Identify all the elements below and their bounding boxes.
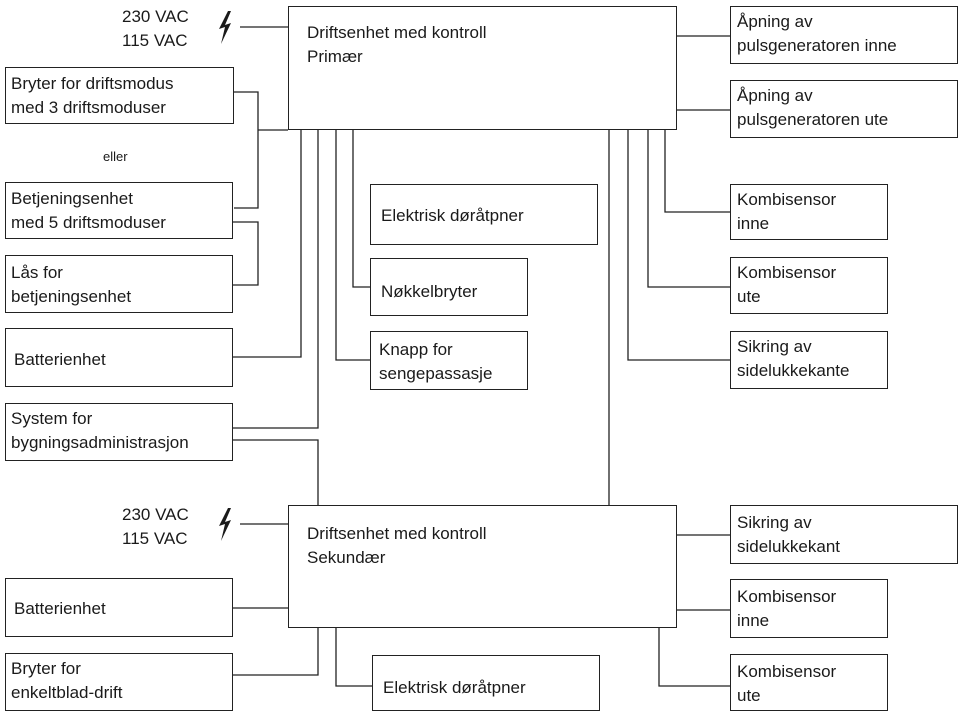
combi-sensor-inside-box: Kombisensor inne	[730, 184, 888, 240]
secondary-side-edge-line1: Sikring av	[737, 513, 812, 532]
combi-inside-line2: inne	[737, 214, 770, 233]
pulse-inside-line2: pulsgeneratoren inne	[737, 36, 897, 55]
building-management-line1: System for	[11, 409, 93, 428]
combi-inside-line1: Kombisensor	[737, 190, 837, 209]
side-edge-line2: sidelukkekante	[737, 361, 850, 380]
bed-passage-line1: Knapp for	[379, 340, 453, 359]
primary-battery-box: Batterienhet	[5, 328, 233, 387]
panel-lock-line1: Lås for	[11, 263, 63, 282]
panel-lock-box: Lås for betjeningsenhet	[5, 255, 233, 313]
primary-drive-unit: Driftsenhet med kontroll Primær	[288, 6, 677, 130]
side-edge-safety-box: Sikring av sidelukkekante	[730, 331, 888, 389]
primary-power-voltage-115: 115 VAC	[122, 31, 188, 50]
secondary-combi-outside-line1: Kombisensor	[737, 662, 837, 681]
secondary-combi-inside-box: Kombisensor inne	[730, 579, 888, 638]
secondary-power-voltage-115: 115 VAC	[122, 529, 188, 548]
secondary-side-edge-box: Sikring av sidelukkekant	[730, 505, 958, 564]
or-label: eller	[103, 149, 128, 164]
combi-outside-line1: Kombisensor	[737, 263, 837, 282]
primary-door-opener-box: Elektrisk døråtpner	[370, 184, 598, 245]
combi-sensor-outside-box: Kombisensor ute	[730, 257, 888, 314]
secondary-drive-unit: Driftsenhet med kontroll Sekundær	[288, 505, 677, 628]
key-switch-label: Nøkkelbryter	[381, 282, 478, 301]
mode-switch-3-box: Bryter for driftsmodus med 3 driftsmodus…	[5, 67, 234, 124]
pulse-outside-line1: Åpning av	[737, 86, 813, 105]
lightning-bolt-icon	[219, 11, 231, 44]
mode-switch-3-line1: Bryter for driftsmodus	[11, 74, 174, 93]
primary-power-voltage-230: 230 VAC	[122, 7, 189, 26]
lightning-bolt-icon	[219, 508, 231, 541]
primary-unit-subtitle: Primær	[307, 47, 363, 66]
secondary-unit-subtitle: Sekundær	[307, 548, 386, 567]
single-leaf-line1: Bryter for	[11, 659, 81, 678]
building-management-box: System for bygningsadministrasjon	[5, 403, 233, 461]
primary-door-opener-label: Elektrisk døråtpner	[381, 206, 524, 225]
key-switch-box: Nøkkelbryter	[370, 258, 528, 316]
secondary-unit-title: Driftsenhet med kontroll	[307, 524, 487, 543]
secondary-battery-box: Batterienhet	[5, 578, 233, 637]
secondary-door-opener-box: Elektrisk døråtpner	[372, 655, 600, 711]
building-management-line2: bygningsadministrasjon	[11, 433, 189, 452]
control-panel-5-box: Betjeningsenhet med 5 driftsmoduser	[5, 182, 233, 239]
secondary-battery-label: Batterienhet	[14, 599, 106, 618]
pulse-generator-outside-box: Åpning av pulsgeneratoren ute	[730, 80, 958, 138]
secondary-side-edge-line2: sidelukkekant	[737, 537, 841, 556]
primary-unit-title: Driftsenhet med kontroll	[307, 23, 487, 42]
primary-battery-label: Batterienhet	[14, 350, 106, 369]
control-panel-5-line1: Betjeningsenhet	[11, 189, 133, 208]
secondary-power-voltage-230: 230 VAC	[122, 505, 189, 524]
panel-lock-line2: betjeningsenhet	[11, 287, 132, 306]
single-leaf-switch-box: Bryter for enkeltblad-drift	[5, 653, 233, 711]
secondary-combi-outside-box: Kombisensor ute	[730, 654, 888, 711]
secondary-door-opener-label: Elektrisk døråtpner	[383, 678, 526, 697]
secondary-combi-inside-line2: inne	[737, 611, 770, 630]
single-leaf-line2: enkeltblad-drift	[11, 683, 123, 702]
secondary-combi-inside-line1: Kombisensor	[737, 587, 837, 606]
bed-passage-line2: sengepassasje	[379, 364, 493, 383]
side-edge-line1: Sikring av	[737, 337, 812, 356]
combi-outside-line2: ute	[737, 287, 761, 306]
pulse-generator-inside-box: Åpning av pulsgeneratoren inne	[730, 6, 958, 64]
control-panel-5-line2: med 5 driftsmoduser	[11, 213, 166, 232]
pulse-inside-line1: Åpning av	[737, 12, 813, 31]
pulse-outside-line2: pulsgeneratoren ute	[737, 110, 889, 129]
secondary-combi-outside-line2: ute	[737, 686, 761, 705]
mode-switch-3-line2: med 3 driftsmoduser	[11, 98, 166, 117]
bed-passage-button-box: Knapp for sengepassasje	[370, 331, 528, 390]
